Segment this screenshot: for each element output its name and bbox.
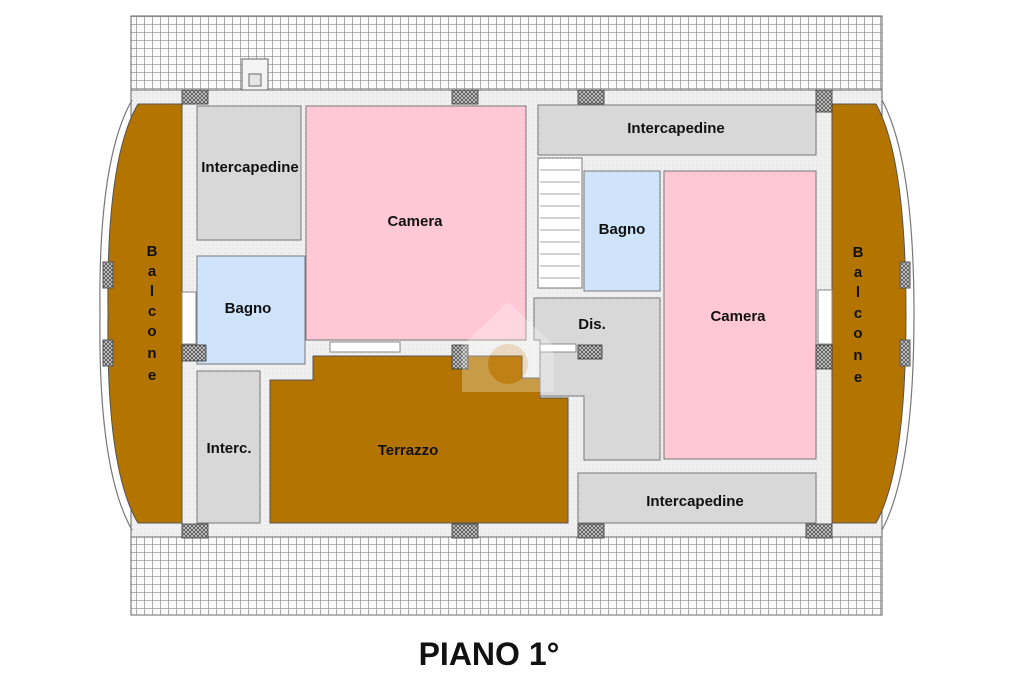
label-camera-right: Camera [710,308,766,325]
watermark-logo [462,302,554,392]
room-camera-right [663,170,817,460]
window-left-balcone [181,291,197,345]
balcone-right-letter: a [854,264,863,281]
room-intercapedine-top-right [537,104,817,156]
room-terrazzo [269,355,569,524]
floor-title: PIANO 1° [418,636,560,672]
balcone-left-letter: l [150,283,154,300]
roof-bottom [130,536,883,616]
balcone-right-letter: l [856,284,860,301]
room-camera-left [305,105,527,341]
label-intercapedine-top-right: Intercapedine [627,120,725,137]
balcone-right-post-bottom [899,339,911,367]
room-interc-left [196,370,261,524]
balcone-right-post-top [899,261,911,289]
label-dis: Dis. [578,316,606,333]
balcone-right-letter: n [853,347,862,364]
window-dis [539,343,577,353]
balcone-right-letter: o [853,325,862,342]
balcone-left-letter: c [148,303,156,320]
room-intercapedine-top-left [196,105,302,241]
balcone-right-area [831,103,907,524]
room-dis [533,297,661,461]
label-interc-left: Interc. [206,440,251,457]
label-camera-left: Camera [387,213,443,230]
balcone-left-post-top [102,261,114,289]
balcone-right-rail [881,99,915,531]
label-intercapedine-top-left: Intercapedine [201,159,299,176]
balcone-left-letter: B [147,243,158,260]
balcone-right-letter: e [854,369,862,386]
room-bagno-left [196,255,306,365]
label-terrazzo: Terrazzo [378,442,439,459]
stair-treads [540,169,580,279]
staircase [537,157,583,289]
pillars [181,89,833,539]
balcone-left-letter: n [147,345,156,362]
room-intercapedine-bottom-right [577,472,817,524]
label-balcone-right: B a l c o n e [853,244,864,386]
balcone-right-letter: B [853,244,864,261]
label-bagno-right: Bagno [599,221,646,238]
balcone-left-letter: o [147,323,156,340]
balcone-left-area [107,103,183,524]
label-balcone-left: B a l c o n e [147,243,158,384]
balcone-left-rail [99,99,133,531]
chimney-cap [248,73,262,87]
label-bagno-left: Bagno [225,300,272,317]
window-right-balcone [817,289,833,345]
balcone-left-letter: e [148,367,156,384]
window-terrazzo [329,341,401,353]
label-intercapedine-bottom-right: Intercapedine [646,493,744,510]
room-bagno-right [583,170,661,292]
balcone-left-letter: a [148,263,157,280]
balcone-right-letter: c [854,305,862,322]
balcone-left-post-bottom [102,339,114,367]
